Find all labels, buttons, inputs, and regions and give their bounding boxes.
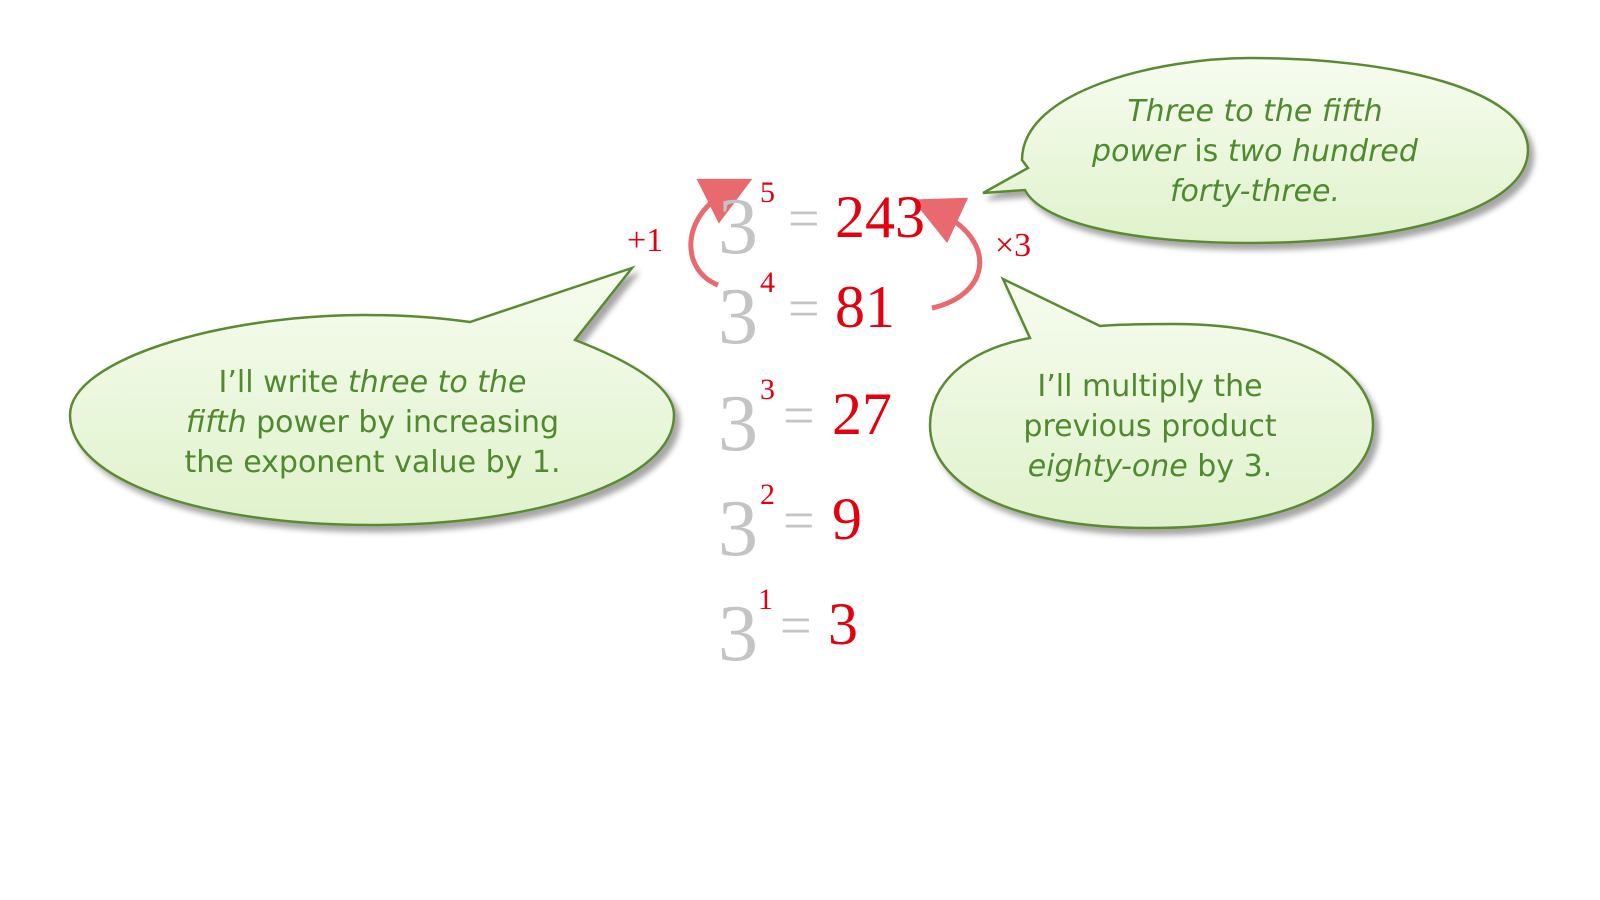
exponent-step-label: +1 [627, 222, 663, 259]
bubble-line-italic: three to the [348, 365, 527, 400]
power-base: 3 [718, 380, 758, 468]
power-result: 27 [832, 381, 892, 447]
power-base: 3 [718, 590, 758, 678]
power-result: 81 [835, 274, 895, 340]
bubble-right-text: I’ll multiply the previous product eight… [1000, 367, 1300, 487]
power-exponent: 2 [760, 478, 775, 511]
power-result: 3 [828, 591, 858, 657]
equation-row-5: 3 5 = 243 [718, 176, 925, 271]
bubble-line-italic: two hundred [1227, 134, 1418, 169]
bubble-line: Three to the fifth [1127, 94, 1383, 129]
bubble-line-plain: the exponent value by 1. [184, 445, 561, 480]
multiply-step-label: ×3 [995, 227, 1031, 264]
power-base: 3 [718, 273, 758, 361]
bubble-line-plain: power by increasing [246, 405, 560, 440]
bubble-left-text: I’ll write three to the fifth power by i… [160, 363, 585, 483]
bubble-line-plain: by 3. [1187, 449, 1273, 484]
equals-sign: = [783, 490, 815, 552]
bubble-line-italic: fifth [185, 405, 247, 440]
equals-sign: = [783, 385, 815, 447]
bubble-right [928, 276, 1375, 530]
bubble-top-right [982, 56, 1530, 245]
power-exponent: 1 [758, 583, 773, 616]
bubble-line-plain: previous product [1023, 409, 1277, 444]
power-result: 243 [835, 184, 925, 250]
bubble-line-plain: I’ll multiply the [1037, 369, 1263, 404]
equals-sign: = [788, 188, 820, 250]
bubble-left [68, 265, 676, 527]
power-exponent: 4 [760, 266, 775, 299]
equation-row-2: 3 2 = 9 [718, 478, 862, 573]
bubble-line-plain: is [1184, 134, 1228, 169]
bubble-line-italic: power [1092, 134, 1185, 169]
equation-row-3: 3 3 = 27 [718, 373, 892, 468]
bubble-line-italic: eighty-one [1027, 449, 1188, 484]
power-result: 9 [832, 486, 862, 552]
power-exponent: 3 [760, 373, 775, 406]
exponent-increase-arrow [688, 178, 753, 288]
bubble-line-plain: I’ll write [218, 365, 349, 400]
power-base: 3 [718, 485, 758, 573]
bubble-line: forty-three. [1169, 174, 1341, 209]
equals-sign: = [780, 595, 812, 657]
equals-sign: = [788, 278, 820, 340]
equation-row-1: 3 1 = 3 [718, 583, 858, 678]
equation-row-4: 3 4 = 81 [718, 266, 895, 361]
power-exponent: 5 [760, 176, 775, 209]
bubble-top-right-text: Three to the fifth power is two hundred … [1090, 92, 1420, 212]
multiply-arrow [912, 197, 983, 311]
power-base: 3 [718, 183, 758, 271]
